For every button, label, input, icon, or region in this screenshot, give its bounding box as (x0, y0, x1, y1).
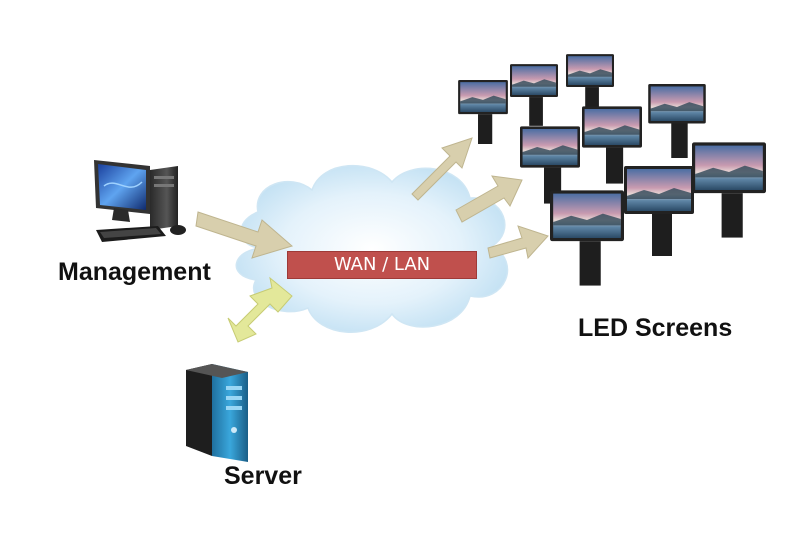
desktop-computer-icon (94, 160, 186, 242)
led-screens-label: LED Screens (578, 314, 733, 342)
server-label: Server (224, 462, 302, 490)
server-tower-icon (186, 364, 248, 462)
management-label: Management (58, 258, 211, 286)
arrow-to-screens-top (411, 137, 473, 201)
arrow-management-to-cloud (195, 211, 294, 259)
network-cloud (235, 164, 509, 333)
arrow-to-screens-bottom (487, 225, 549, 260)
arrow-to-screens-middle (455, 175, 523, 223)
arrow-cloud-server-bidirectional (227, 276, 293, 343)
wan-lan-label: WAN / LAN (287, 251, 477, 279)
